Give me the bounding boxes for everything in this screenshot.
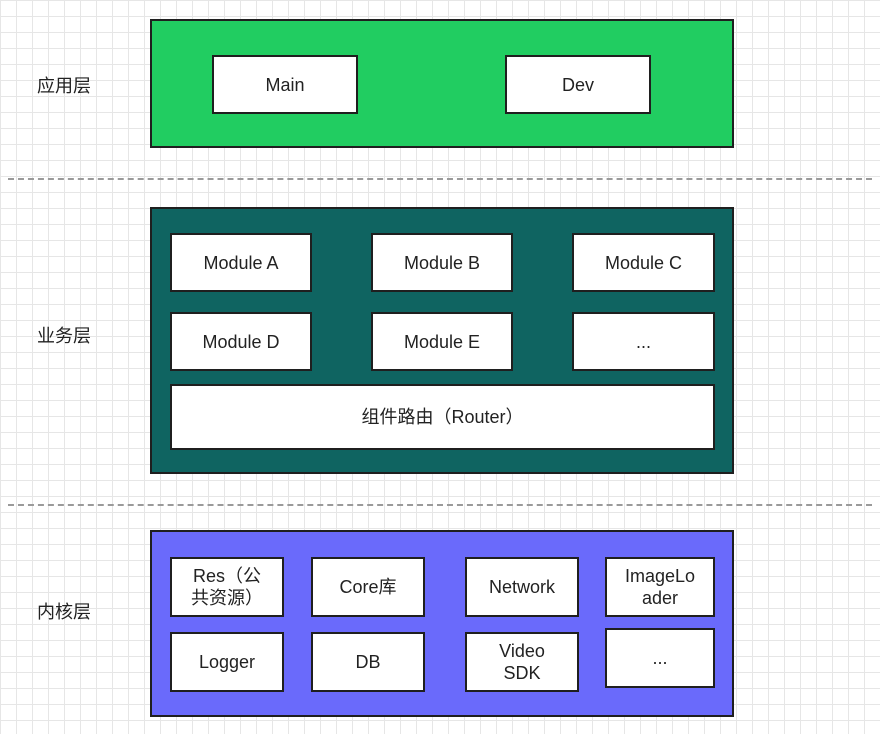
layer-separator <box>8 504 872 506</box>
module-logger: Logger <box>170 632 284 692</box>
module-db: DB <box>311 632 425 692</box>
module-d: Module D <box>170 312 312 371</box>
business-layer-label: 业务层 <box>37 326 91 346</box>
module-dev: Dev <box>505 55 651 114</box>
module-core-more: ... <box>605 628 715 688</box>
module-c: Module C <box>572 233 715 292</box>
module-a: Module A <box>170 233 312 292</box>
module-e: Module E <box>371 312 513 371</box>
layer-separator <box>8 178 872 180</box>
module-more: ... <box>572 312 715 371</box>
module-imageloader: ImageLo ader <box>605 557 715 617</box>
router-box: 组件路由（Router） <box>170 384 715 450</box>
app-layer-label: 应用层 <box>37 76 91 96</box>
module-core: Core库 <box>311 557 425 617</box>
core-layer-label: 内核层 <box>37 602 91 622</box>
module-network: Network <box>465 557 579 617</box>
module-res: Res（公 共资源） <box>170 557 284 617</box>
module-main: Main <box>212 55 358 114</box>
module-video-sdk: Video SDK <box>465 632 579 692</box>
module-b: Module B <box>371 233 513 292</box>
